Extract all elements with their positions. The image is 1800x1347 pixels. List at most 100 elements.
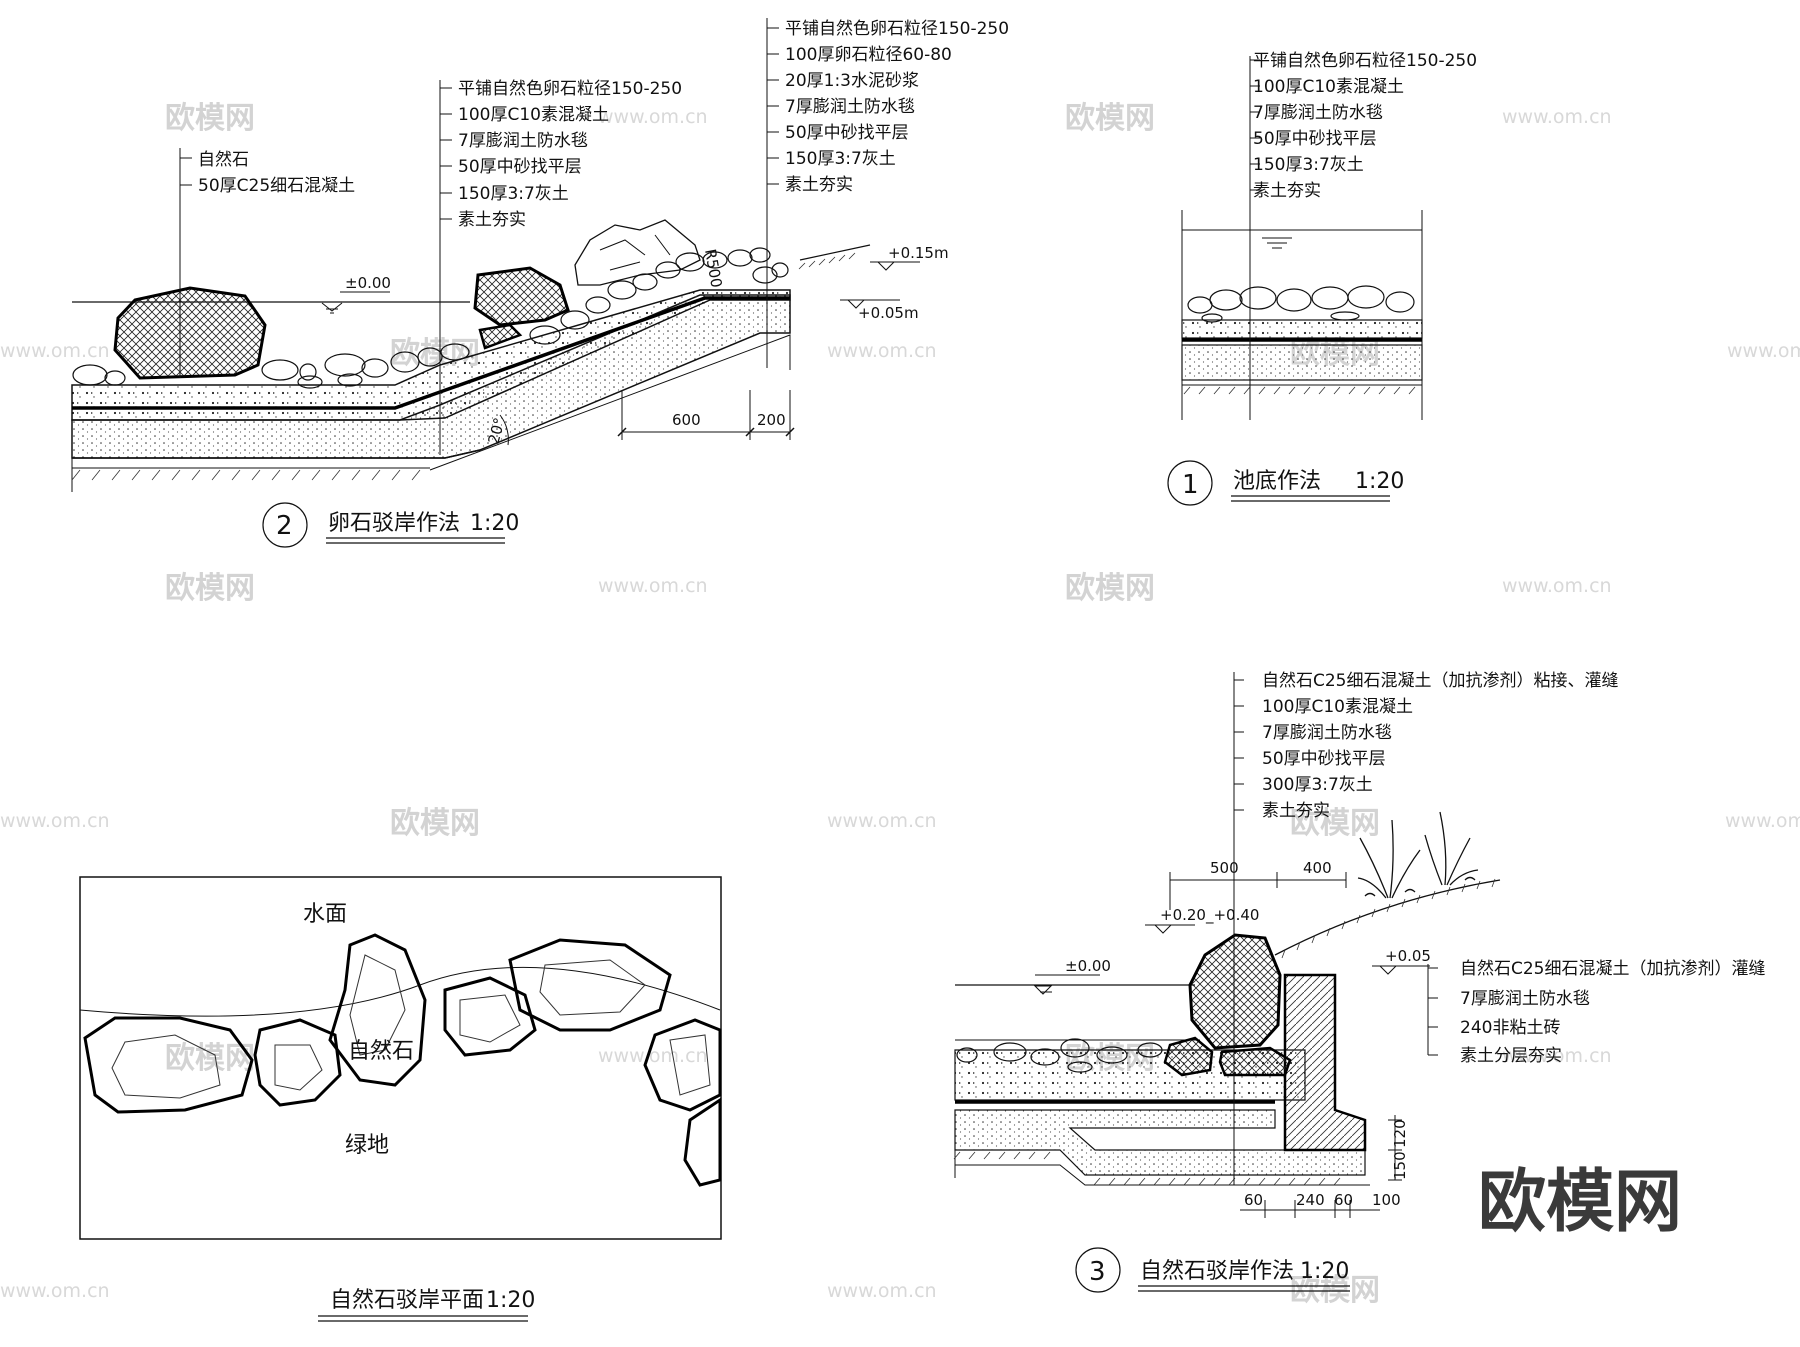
water-level-symbol	[321, 302, 343, 314]
watermark-cn: 欧模网	[165, 571, 255, 606]
detail-3-scale: 1:20	[1300, 1259, 1349, 1284]
watermark-cn: 欧模网	[165, 1041, 255, 1076]
plan-title-underline	[318, 1315, 528, 1322]
detail-2-number-circle	[262, 502, 308, 548]
mid-layer-label: 150厚3:7灰土	[458, 184, 569, 204]
detail-1-title: 池底作法	[1233, 469, 1321, 494]
top-layer-label: 50厚中砂找平层	[785, 123, 909, 143]
watermark-url: www.om.cn	[598, 106, 708, 128]
dim-500: 500	[1210, 859, 1239, 877]
top-layer-labels: 平铺自然色卵石粒径150-250 100厚卵石粒径60-80 20厚1:3水泥砂…	[785, 19, 1009, 195]
pebbles-slope	[529, 247, 789, 345]
layer-label: 100厚C10素混凝土	[1253, 77, 1404, 97]
detail-3-number: 3	[1089, 1257, 1106, 1287]
elevation-stone-symbol	[1145, 924, 1195, 934]
top-layer-label: 100厚卵石粒径60-80	[785, 45, 952, 65]
watermark-url: www.om.cn	[598, 575, 708, 597]
watermark-url: www.om.cn	[1727, 340, 1800, 362]
water-level-symbol	[1033, 985, 1053, 995]
layer-label: 平铺自然色卵石粒径150-250	[1253, 51, 1477, 71]
leader-ticks	[1250, 59, 1260, 191]
mid-layer-label: 7厚膨润土防水毯	[458, 131, 588, 151]
elevation-top: +0.15m	[888, 244, 949, 262]
mid-layer-label: 50厚中砂找平层	[458, 157, 582, 177]
detail-2-scale: 1:20	[470, 511, 519, 536]
detail-3-section: ±0.00 +0.20_+0.40 +0.05 500 400	[953, 671, 1766, 1293]
dim-60b: 60	[1334, 1191, 1353, 1209]
pebbles	[956, 1038, 1163, 1073]
bank-ground-line	[799, 244, 871, 261]
natural-stone-small	[1163, 1036, 1214, 1077]
dim-600: 600	[672, 411, 701, 429]
detail-1-scale: 1:20	[1355, 469, 1404, 494]
plan-stone-facets	[111, 954, 711, 1099]
detail-1-section: 平铺自然色卵石粒径150-250 100厚C10素混凝土 7厚膨润土防水毯 50…	[1167, 51, 1477, 506]
layer-label: 7厚膨润土防水毯	[1262, 723, 1392, 743]
watermark-url: www.om.cn	[827, 810, 937, 832]
layer-label: 素土夯实	[1253, 181, 1321, 201]
earth-hatch	[953, 1151, 1341, 1186]
layer-label: 7厚膨润土防水毯	[1253, 103, 1383, 123]
label-stone: 自然石	[348, 1039, 414, 1064]
label-concrete: 50厚C25细石混凝土	[198, 176, 355, 196]
earth-line	[954, 1150, 1370, 1186]
label-stone: 自然石	[198, 150, 249, 170]
watermark-url: www.om.cn	[0, 340, 110, 362]
wall-layer-label: 自然石C25细石混凝土（加抗渗剂）灌缝	[1460, 959, 1766, 979]
layer-labels: 平铺自然色卵石粒径150-250 100厚C10素混凝土 7厚膨润土防水毯 50…	[1253, 51, 1477, 201]
plan-stone	[443, 976, 537, 1057]
label-water: 水面	[303, 902, 347, 927]
detail-1-title-underline	[1231, 495, 1390, 502]
detail-2-section: ±0.00	[71, 18, 1009, 548]
watermark-url: www.om.cn	[1502, 106, 1612, 128]
watermark-cn: 欧模网	[1065, 101, 1155, 136]
pebbles-bottom	[72, 343, 470, 389]
bank-slope	[1274, 879, 1501, 956]
mid-layer-labels: 平铺自然色卵石粒径150-250 100厚C10素混凝土 7厚膨润土防水毯 50…	[458, 79, 682, 230]
detail-2-number: 2	[276, 511, 293, 541]
elevation-water: ±0.00	[345, 274, 391, 292]
top-layer-label: 20厚1:3水泥砂浆	[785, 71, 919, 91]
dim-400: 400	[1303, 859, 1332, 877]
watermark-cn: 欧模网	[165, 101, 255, 136]
watermark-url: www.om.cn	[1725, 810, 1800, 832]
plan-scale: 1:20	[486, 1288, 535, 1313]
bank-hatch	[798, 252, 856, 270]
earth-line	[71, 458, 430, 492]
side-dimension-lines	[1388, 1115, 1402, 1181]
watermark-cn: 欧模网	[1290, 806, 1380, 841]
detail-3-number-circle	[1075, 1247, 1121, 1293]
label-green: 绿地	[345, 1133, 389, 1158]
watermark-layer: 欧模网 www.om.cn 欧模网 www.om.cn 欧模网 www.om.c…	[0, 101, 1800, 1308]
wall-layer-label: 240非粘土砖	[1460, 1018, 1560, 1038]
mid-layer-label: 素土夯实	[458, 210, 526, 230]
plan-stone	[643, 1018, 722, 1112]
layer-label: 150厚3:7灰土	[1253, 155, 1364, 175]
plan-view: 水面 自然石 绿地 自然石驳岸平面 1:20	[79, 876, 722, 1322]
plants	[1357, 811, 1479, 899]
layer-label: 50厚中砂找平层	[1253, 129, 1377, 149]
watermark-cn: 欧模网	[390, 806, 480, 841]
earth-slope-line	[429, 334, 791, 471]
layer-label: 100厚C10素混凝土	[1262, 697, 1413, 717]
elevation-water: ±0.00	[1065, 957, 1111, 975]
elevation-wall: +0.05	[1385, 947, 1431, 965]
layer-label: 素土夯实	[1262, 801, 1330, 821]
elevation-low-symbol	[840, 299, 900, 309]
plan-stone	[328, 933, 427, 1087]
natural-stone-base	[1218, 1046, 1292, 1077]
wall-layer-label: 7厚膨润土防水毯	[1460, 989, 1590, 1009]
plan-stone	[83, 1016, 254, 1114]
rockery-detail	[599, 234, 671, 271]
top-layer-label: 7厚膨润土防水毯	[785, 97, 915, 117]
angle-arc	[499, 414, 509, 446]
wall-layer-labels: 自然石C25细石混凝土（加抗渗剂）灌缝 7厚膨润土防水毯 240非粘土砖 素土分…	[1460, 959, 1766, 1066]
leader-ticks	[1234, 679, 1244, 811]
watermark-url: www.om.cn	[827, 1280, 937, 1302]
elevation-wall-symbol	[1372, 965, 1430, 975]
watermark-url: www.om.cn	[0, 810, 110, 832]
natural-stone-large	[1188, 933, 1282, 1050]
dim-200: 200	[757, 411, 786, 429]
brand-logo: 欧模网	[1478, 1163, 1682, 1242]
